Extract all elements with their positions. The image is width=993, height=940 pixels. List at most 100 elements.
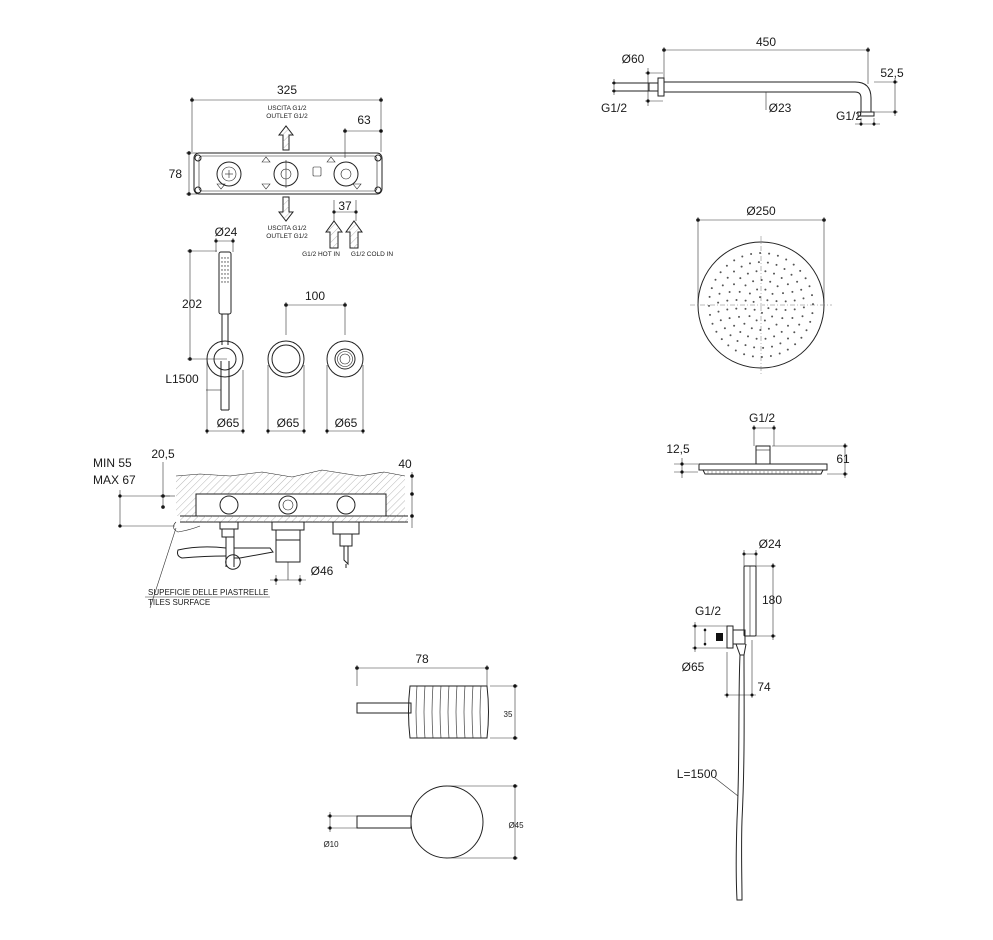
nozzle-dot bbox=[787, 337, 789, 340]
nozzle-dot bbox=[793, 331, 796, 334]
nozzle-dot bbox=[786, 348, 789, 351]
nozzle-dot bbox=[760, 279, 763, 281]
holder-height-label: 202 bbox=[182, 297, 202, 311]
arm-thread-left-label: G1/2 bbox=[601, 101, 627, 115]
handle-height-label: 35 bbox=[504, 710, 513, 719]
nozzle-dot bbox=[738, 315, 740, 318]
nozzle-dot bbox=[733, 324, 736, 327]
rosette-2-diameter-label: Ø65 bbox=[277, 416, 300, 430]
nozzle-dot bbox=[793, 299, 796, 302]
handle-view: 78 35 Ø10 Ø45 bbox=[323, 652, 524, 860]
nozzle-dot bbox=[784, 300, 787, 303]
nozzle-dot bbox=[792, 263, 795, 266]
nozzle-dot bbox=[760, 356, 763, 358]
nozzle-dot bbox=[804, 277, 807, 280]
nozzle-dot bbox=[710, 287, 713, 290]
cold-in-label: G1/2 COLD IN bbox=[351, 251, 394, 258]
nozzle-dot bbox=[723, 327, 726, 330]
nozzle-dot bbox=[790, 273, 793, 276]
hand-shower-length-label: 180 bbox=[762, 593, 782, 607]
nozzle-dot bbox=[726, 308, 729, 311]
nozzle-dot bbox=[759, 296, 761, 299]
nozzle-dot bbox=[798, 323, 801, 326]
nozzle-dot bbox=[733, 259, 736, 262]
nozzle-dot bbox=[753, 308, 756, 311]
nozzle-dot bbox=[796, 280, 799, 283]
nozzle-dot bbox=[738, 290, 741, 293]
arm-length-label: 450 bbox=[756, 35, 776, 49]
nozzle-dot bbox=[786, 283, 789, 286]
nozzle-dot bbox=[761, 311, 763, 314]
nozzle-dot bbox=[719, 319, 722, 322]
handle-diameter-label: Ø45 bbox=[508, 821, 524, 830]
nozzle-dot bbox=[771, 315, 774, 318]
nozzle-dot bbox=[715, 330, 718, 333]
nozzle-dot bbox=[728, 291, 731, 293]
nozzle-dot bbox=[743, 322, 746, 325]
nozzle-dot bbox=[759, 252, 762, 254]
nozzle-dot bbox=[719, 271, 722, 274]
head-diameter-label: Ø250 bbox=[746, 204, 776, 218]
hand-shower-diameter-label: Ø24 bbox=[759, 537, 782, 551]
outlet-bottom-label-it: USCITA G1/2 bbox=[268, 225, 307, 232]
nozzle-dot bbox=[802, 306, 805, 309]
nozzle-dot bbox=[729, 334, 732, 337]
plate-width-label: 325 bbox=[277, 83, 297, 97]
nozzle-dot bbox=[793, 308, 796, 311]
nozzle-dot bbox=[773, 335, 776, 338]
nozzle-dot bbox=[744, 299, 747, 302]
nozzle-dot bbox=[776, 254, 779, 257]
nozzle-dot bbox=[736, 340, 739, 342]
nozzle-dot bbox=[802, 297, 805, 300]
nozzle-dot bbox=[778, 352, 781, 355]
nozzle-dot bbox=[735, 299, 738, 301]
nozzle-dot bbox=[812, 303, 814, 306]
nozzle-dot bbox=[775, 300, 778, 303]
hand-shower-thread-label: G1/2 bbox=[695, 604, 721, 618]
shower-arm-view: 450 Ø60 G1/2 Ø23 52,5 G1/2 bbox=[601, 35, 904, 126]
hose-length-label: L1500 bbox=[165, 372, 199, 386]
nozzle-dot bbox=[776, 285, 779, 288]
outlet-bottom-label-en: OUTLET G1/2 bbox=[266, 233, 308, 240]
nozzle-dot bbox=[782, 292, 784, 295]
nozzle-dot bbox=[757, 261, 760, 264]
nozzle-dot bbox=[780, 330, 783, 333]
nozzle-dot bbox=[783, 268, 786, 270]
nozzle-dot bbox=[771, 345, 773, 348]
nozzle-dot bbox=[811, 312, 814, 315]
tiles-label-it: SUPEFICIE DELLE PIASTRELLE bbox=[148, 588, 269, 597]
nozzle-dot bbox=[767, 307, 770, 310]
rosette-spacing-label: 100 bbox=[305, 289, 325, 303]
nozzle-dot bbox=[752, 280, 755, 283]
head-height-label: 61 bbox=[836, 452, 850, 466]
nozzle-dot bbox=[734, 349, 737, 352]
nozzle-dot bbox=[727, 344, 730, 347]
nozzle-dot bbox=[747, 335, 749, 338]
nozzle-dot bbox=[756, 288, 759, 291]
outlet-top-label-en: OUTLET G1/2 bbox=[266, 113, 308, 120]
nozzle-dot bbox=[800, 336, 803, 339]
nozzle-dot bbox=[791, 317, 794, 319]
nozzle-dot bbox=[773, 272, 775, 275]
nozzle-dot bbox=[726, 299, 729, 302]
nozzle-dot bbox=[769, 355, 772, 357]
plate-height-label: 78 bbox=[169, 167, 183, 181]
wall-thickness-label: 40 bbox=[398, 457, 412, 471]
nozzle-dot bbox=[764, 270, 767, 273]
nozzle-dot bbox=[769, 280, 772, 283]
inlet-spacing-label: 37 bbox=[338, 199, 352, 213]
nozzle-dot bbox=[808, 285, 811, 288]
nozzle-dot bbox=[717, 301, 720, 304]
section-view: MIN 55 MAX 67 20,5 40 Ø46 SUPEFICIE DELL… bbox=[93, 447, 414, 609]
head-side-nozzles bbox=[707, 471, 817, 474]
hand-shower-outlet-diameter-label: Ø65 bbox=[682, 660, 705, 674]
depth-max-label: MAX 67 bbox=[93, 473, 136, 487]
section-offset-label: 20,5 bbox=[151, 447, 175, 461]
nozzle-dot bbox=[744, 307, 747, 310]
lever-diameter-label: Ø10 bbox=[323, 840, 339, 849]
nozzle-dot bbox=[791, 290, 794, 293]
nozzle-dot bbox=[762, 346, 765, 349]
nozzle-dot bbox=[718, 292, 721, 295]
nozzle-dot bbox=[720, 338, 723, 341]
nozzle-dot bbox=[717, 310, 720, 313]
